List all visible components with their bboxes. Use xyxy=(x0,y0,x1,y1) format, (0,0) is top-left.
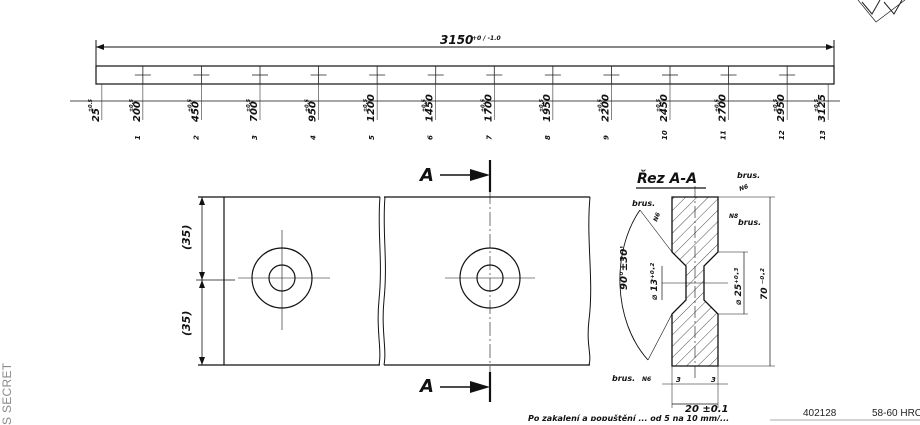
hole-number-label: 3 xyxy=(251,135,259,140)
hole-position-tolerance: ±0.5 xyxy=(422,98,428,112)
roughness-symbols-corner xyxy=(857,0,906,23)
hole-number-label: 10 xyxy=(661,130,669,140)
hole-number-label: 8 xyxy=(544,135,552,140)
overall-length-value: 3150 xyxy=(440,33,473,47)
grind-note-left: brus. xyxy=(632,199,655,208)
section-profile xyxy=(619,186,775,408)
hole-position-label: 700 xyxy=(249,101,260,122)
hardness-spec: 58-60 HRC xyxy=(872,408,920,419)
hole-position-tolerance: ±0.5 xyxy=(363,98,369,112)
hole-position-label: 1700 xyxy=(483,94,494,122)
hole-number-label: 9 xyxy=(602,135,610,140)
hole-position-tolerance: ±0.5 xyxy=(129,98,135,112)
chamfer-right: 3 xyxy=(711,376,716,384)
hole-position-tolerance: ±0.5 xyxy=(773,98,779,112)
hole-number-label: 13 xyxy=(819,130,827,140)
hole-crosses xyxy=(134,66,796,84)
section-a-a-title: Řez A-A xyxy=(636,170,706,189)
hole-position-tolerance: ±0.5 xyxy=(715,98,721,112)
hole-number-label: 1 xyxy=(134,135,142,140)
hole-position-tolerance: ±0.5 xyxy=(187,98,193,112)
bottom-note: Po zakalení a popuštění ... od 5 na 10 m… xyxy=(528,413,729,421)
hole-position-label: 2950 xyxy=(776,94,787,122)
drawing-number: 402128 xyxy=(803,408,837,419)
chamfer-left: 3 xyxy=(676,376,681,384)
svg-text:Řez A-A: Řez A-A xyxy=(637,170,697,187)
hole-position-tolerance: ±0.5 xyxy=(597,98,603,112)
height-dimension: 70 ⁻⁰·² xyxy=(760,268,770,300)
bar-elevation xyxy=(70,65,840,102)
hole-position-label: 1200 xyxy=(366,94,377,122)
hole-position-label: 1950 xyxy=(542,94,553,122)
hole-position-tolerance: ±0.5 xyxy=(814,98,820,112)
hole-number-label: 2 xyxy=(192,135,200,140)
hole-position-label: 450 xyxy=(190,101,201,123)
hole-position-label: 1450 xyxy=(425,94,436,122)
roughness-n6-left: N6 xyxy=(652,212,662,223)
detail-dim-top: (35) xyxy=(180,225,193,250)
hole-position-label: 2450 xyxy=(659,94,670,122)
roughness-n6-bottom: N6 xyxy=(642,376,651,383)
hole-position-tolerance: ±0.5 xyxy=(480,98,486,112)
svg-text:A: A xyxy=(418,165,434,186)
section-arrow-bottom: A xyxy=(418,372,492,402)
detail-dim-bottom: (35) xyxy=(180,311,193,336)
angle-label: 90°±30' xyxy=(619,246,630,290)
hole-number-label: 12 xyxy=(778,130,786,140)
grind-note-bottom: brus. xyxy=(612,374,635,383)
hole-position-label: 3125 xyxy=(817,94,828,122)
hole-number-label: 7 xyxy=(485,135,493,140)
detail-plate-view xyxy=(196,190,592,395)
hole-position-tolerance: ±0.5 xyxy=(88,98,94,112)
small-diameter: ⌀ 13⁺⁰·² xyxy=(650,263,660,300)
hole-number-label: 6 xyxy=(427,135,435,140)
grind-note-top: brus. xyxy=(737,171,760,180)
overall-length-dimension: 3150 +0 / -1.0 xyxy=(95,33,835,66)
roughness-n6-top: N6 xyxy=(738,183,749,193)
hole-position-label: 200 xyxy=(132,101,143,122)
section-arrow-top: A xyxy=(418,160,492,192)
grind-note-right: brus. xyxy=(738,218,761,227)
hole-position-tolerance: ±0.5 xyxy=(539,98,545,112)
hole-number-label: 5 xyxy=(368,135,376,140)
hole-position-tolerance: ±0.5 xyxy=(246,98,252,112)
hole-position-label: 2200 xyxy=(600,94,611,122)
hole-position-tolerance: ±0.5 xyxy=(305,98,311,112)
hole-position-label: 950 xyxy=(308,101,319,122)
hole-number-label: 11 xyxy=(720,130,728,140)
svg-text:A: A xyxy=(418,376,434,397)
width-dimension: 20 ±0.1 xyxy=(685,404,729,415)
roughness-n8: N8 xyxy=(729,213,738,220)
overall-length-tolerance: +0 / -1.0 xyxy=(472,35,501,42)
hole-position-label: 2700 xyxy=(718,94,729,122)
hole-position-label: 25 xyxy=(91,108,102,122)
hole-number-label: 4 xyxy=(310,135,318,140)
large-diameter: ⌀ 25⁺⁰·³ xyxy=(734,268,744,305)
hole-position-tolerance: ±0.5 xyxy=(656,98,662,112)
